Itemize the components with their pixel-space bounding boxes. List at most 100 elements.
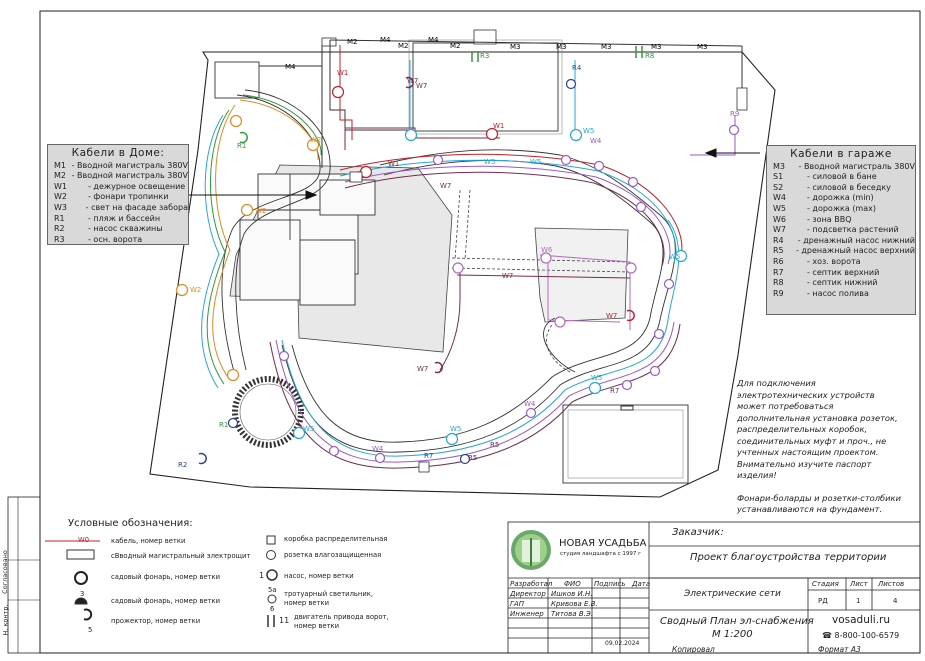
symbol-mainboard-label: сВводный магистральный электрощит	[111, 552, 251, 560]
lamp-w6	[452, 252, 637, 328]
legend-row: W4- дорожка (min)	[773, 193, 874, 203]
svg-text:W2: W2	[255, 207, 266, 215]
lamp-w5	[292, 128, 688, 446]
pool	[562, 404, 689, 484]
round-patio	[232, 376, 304, 448]
svg-text:M3: M3	[601, 43, 612, 51]
legend-row: W2- фонари тропинки	[54, 192, 169, 202]
house-cables-legend: Кабели в Доме: M1- Вводной магистраль 38…	[47, 144, 189, 245]
svg-text:W7: W7	[416, 82, 427, 90]
svg-text:W4: W4	[524, 400, 536, 408]
plot-boundary	[149, 51, 776, 498]
svg-text:M3: M3	[651, 43, 662, 51]
svg-text:W5: W5	[530, 158, 541, 166]
pumps	[227, 78, 577, 465]
svg-text:W1: W1	[388, 160, 399, 168]
legend-row: S1- силовой в бане	[773, 172, 877, 182]
legend-row: M2- Вводной магистраль 380V	[54, 171, 188, 181]
shed	[214, 61, 260, 99]
project-title: Проект благоустройства территории	[690, 552, 887, 563]
garage-cables-legend: Кабели в гараже M3- Вводной магистраль 3…	[766, 145, 916, 315]
header-name: ФИО	[564, 580, 581, 588]
header-signature: Подпись	[594, 580, 626, 588]
svg-text:M3: M3	[697, 43, 708, 51]
person-name: Кривова Е.В.	[551, 600, 598, 608]
svg-text:M3: M3	[510, 43, 521, 51]
role: Инженер	[510, 610, 544, 618]
main-panel	[473, 29, 497, 45]
symbol-motor-label-2: номер ветки	[294, 622, 340, 630]
svg-text:R7: R7	[424, 452, 433, 460]
svg-text:W2: W2	[190, 286, 201, 294]
distribution-box	[349, 171, 363, 183]
symbol-cable-label: кабель, номер ветки	[111, 537, 186, 545]
person-name: Титова В.Э.	[551, 610, 593, 618]
svg-text:R1: R1	[219, 421, 228, 429]
legend-row: W7- подсветка растений	[773, 225, 899, 235]
customer-label: Заказчик:	[672, 527, 724, 538]
symbol-pump-label: насос, номер ветки	[284, 572, 354, 580]
legend-row: W6- зона BBQ	[773, 214, 852, 224]
cable-routes	[201, 45, 736, 469]
callout-arrows	[185, 148, 760, 200]
svg-text:W5: W5	[303, 425, 314, 433]
svg-text:W6: W6	[541, 246, 553, 254]
svg-text:M2: M2	[450, 42, 461, 50]
legend-row: W3- свет на фасаде забора	[54, 202, 188, 212]
svg-text:R9: R9	[730, 110, 739, 118]
header-date: Дата	[632, 580, 651, 588]
septic-r7	[418, 461, 430, 473]
sheet-label: Лист	[850, 580, 868, 588]
svg-text:W4: W4	[590, 137, 602, 145]
phone: ☎ 8-800-100-6579	[822, 631, 900, 640]
copied-label: Копировал	[672, 645, 715, 654]
symbols-legend-graphics	[45, 535, 278, 627]
svg-text:R3: R3	[480, 52, 489, 60]
symbol-motor-label-1: двигатель привода ворот,	[294, 613, 389, 621]
floodlights	[198, 76, 635, 465]
title-block-grid	[507, 521, 921, 654]
side-stamp-frame	[7, 496, 41, 654]
symbol-bollard-label-1: тротуарный светильник,	[284, 590, 374, 598]
symbol-num: 5а	[268, 586, 277, 594]
header-developed: Разработал	[510, 580, 553, 588]
legend-row: R1- пляж и бассейн	[54, 213, 161, 223]
symbol-num: 6	[270, 605, 275, 613]
svg-text:W5: W5	[484, 158, 495, 166]
symbol-num: 3	[80, 590, 85, 598]
svg-text:M4: M4	[428, 36, 439, 44]
svg-text:R8: R8	[645, 52, 654, 60]
svg-text:R1: R1	[237, 142, 246, 150]
svg-text:W1: W1	[493, 122, 504, 130]
svg-text:R5: R5	[468, 454, 477, 462]
company-logo	[511, 530, 551, 570]
house	[239, 173, 376, 306]
svg-text:R5: R5	[490, 441, 499, 449]
installation-note: Для подключения электротехнических устро…	[737, 378, 901, 514]
svg-text:M2: M2	[398, 42, 409, 50]
company-name: НОВАЯ УСАДЬБА	[559, 538, 647, 549]
svg-text:M3: M3	[556, 43, 567, 51]
svg-text:W2: W2	[310, 136, 321, 144]
house-legend-title: Кабели в Доме:	[71, 147, 165, 159]
sheet-frame	[39, 10, 921, 654]
lamp-w4	[278, 124, 740, 464]
sheets-label: Листов	[878, 580, 905, 588]
legend-row: R3- осн. ворота	[54, 234, 143, 244]
svg-text:W7: W7	[407, 77, 418, 85]
sheet-title: Сводный План эл-снабжения	[660, 616, 814, 627]
sheet-scale: М 1:200	[712, 629, 753, 640]
sheets-value: 4	[893, 597, 898, 605]
legend-row: R5- дренажный насос верхний	[773, 246, 915, 256]
svg-text:R7: R7	[610, 387, 619, 395]
symbol-num: 1	[259, 571, 265, 580]
symbol-lamp-label: садовый фонарь, номер ветки	[111, 573, 220, 581]
svg-text:M2: M2	[347, 38, 358, 46]
svg-text:M4: M4	[285, 63, 296, 71]
cable-code-sample: W0	[78, 536, 90, 544]
cable-labels: M2 M4 M2 M4 M2 M3 M3 M3 M3 M3 M4 W1 W7 W…	[178, 36, 739, 469]
garage-gate	[736, 87, 748, 111]
legend-row: R2- насос скважины	[54, 224, 163, 234]
